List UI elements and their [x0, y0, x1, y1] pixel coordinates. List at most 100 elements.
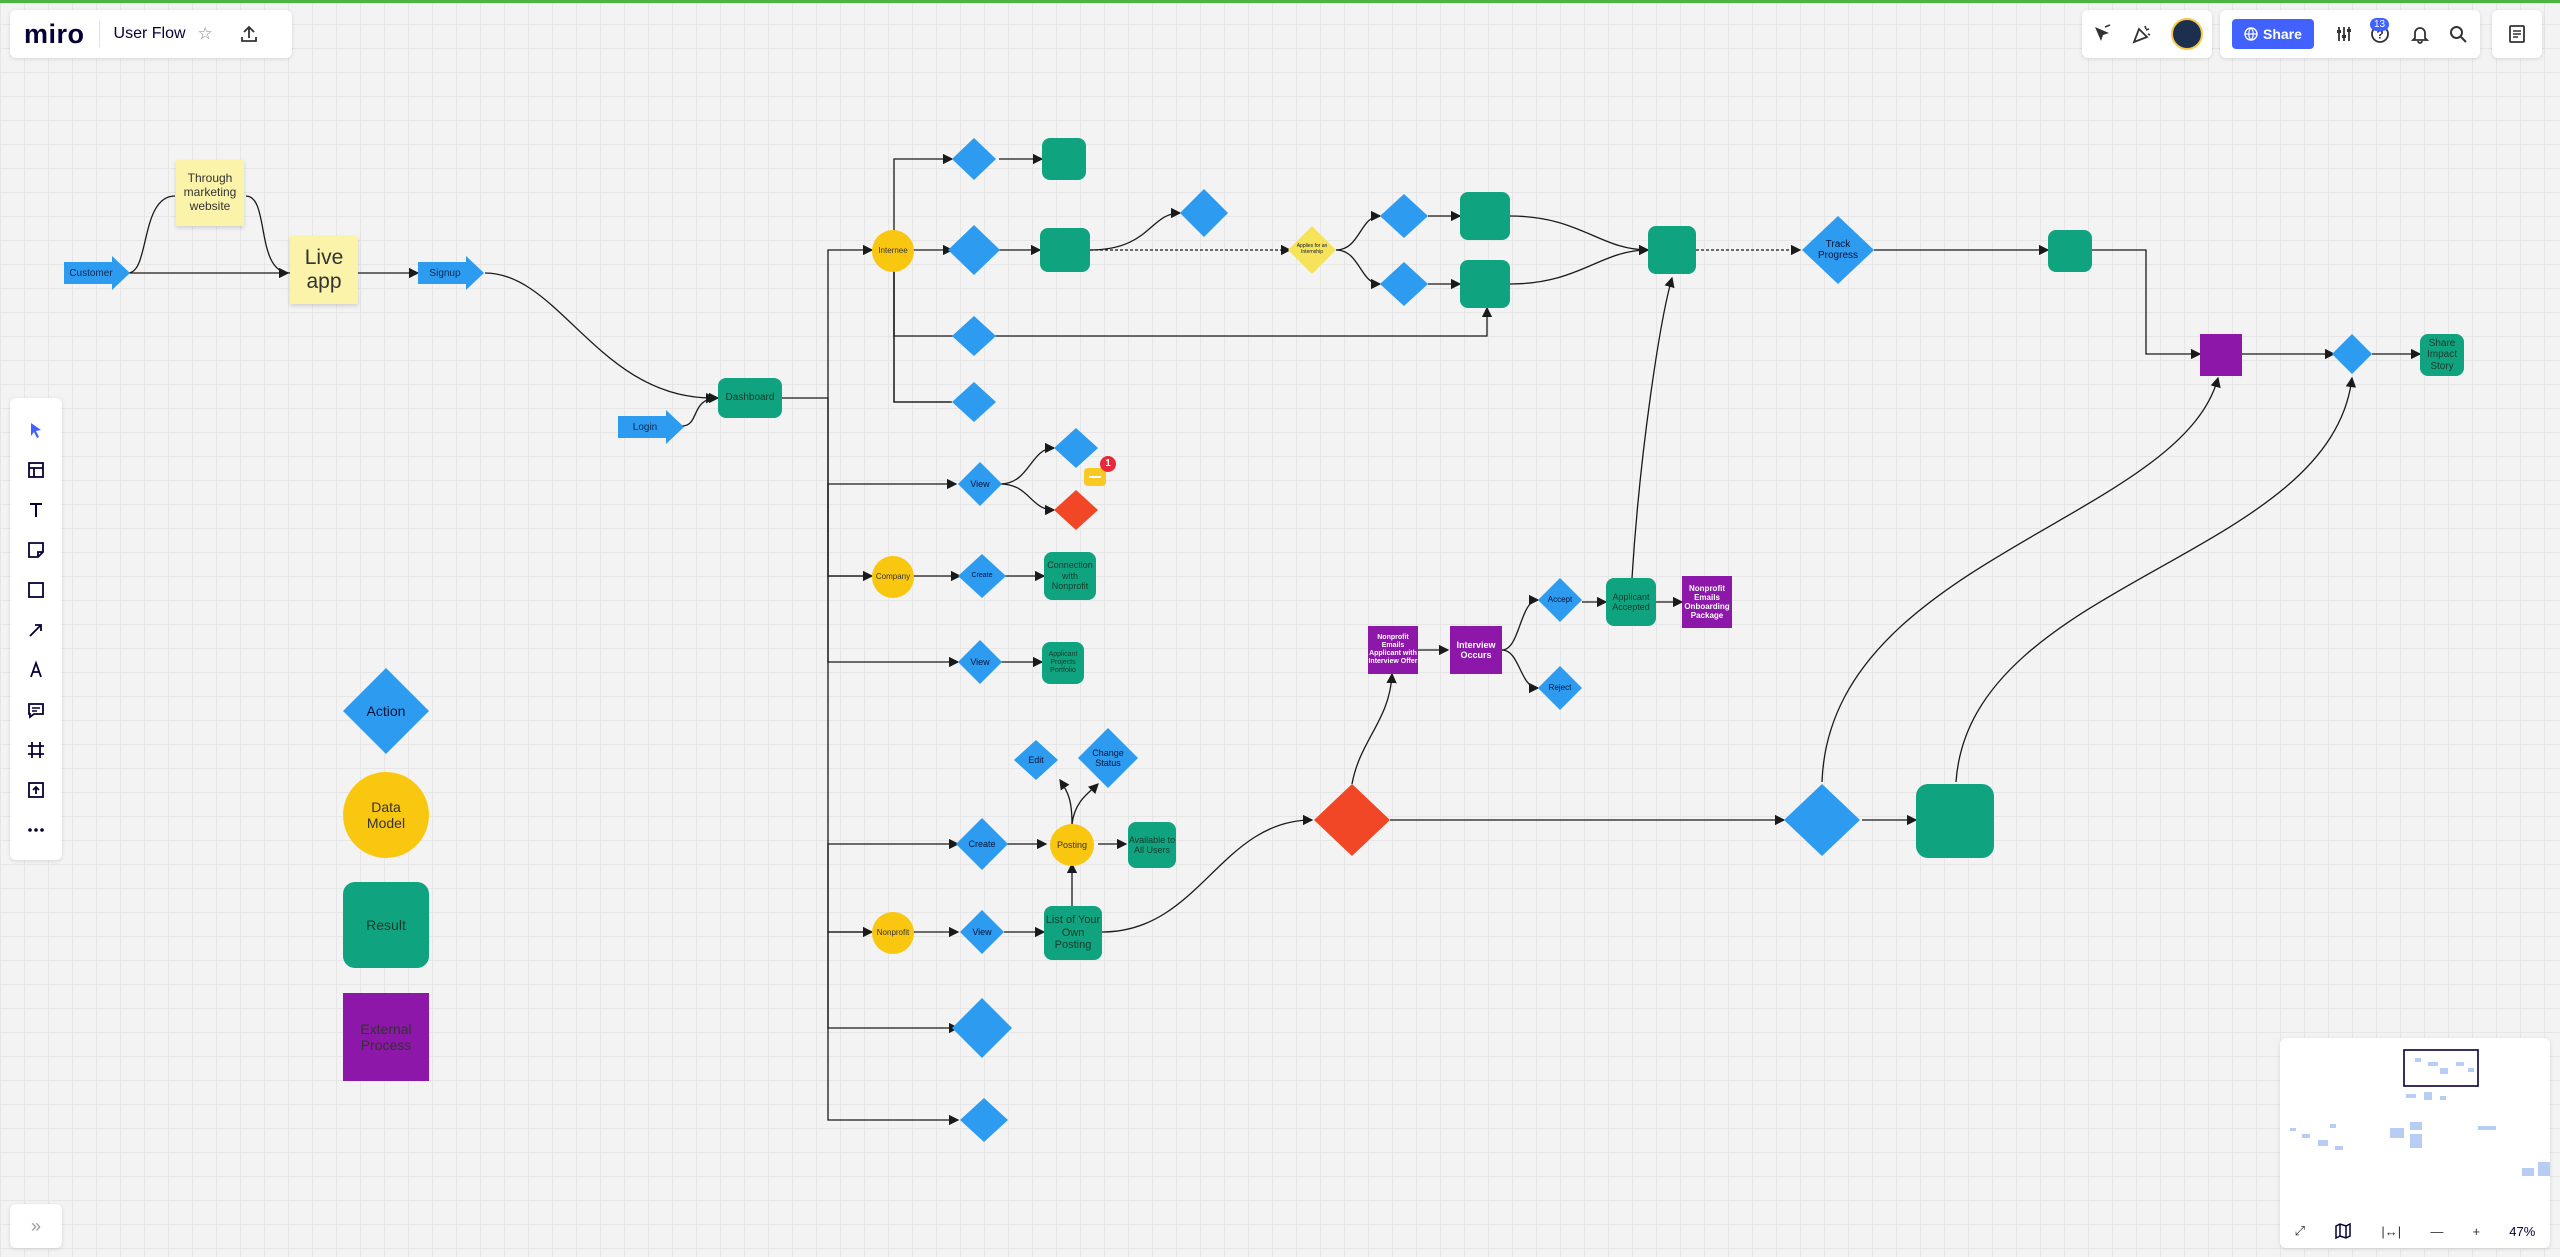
fit-width-icon[interactable]: |↔|: [2381, 1223, 2402, 1239]
diamond-reject: [1538, 666, 1582, 710]
cursor-toggle-icon[interactable]: [2091, 23, 2113, 45]
diamond-apply: [1288, 226, 1336, 274]
company-node[interactable]: Company: [872, 556, 914, 598]
result-internee-5[interactable]: [1648, 226, 1696, 274]
applicant-accepted-node[interactable]: Applicant Accepted: [1606, 578, 1656, 626]
dashboard-node[interactable]: Dashboard: [718, 378, 782, 418]
connector: [1059, 778, 1073, 825]
external-process-node[interactable]: [2200, 334, 2242, 376]
nonprofit-node[interactable]: Nonprofit: [872, 912, 914, 954]
star-icon[interactable]: ☆: [197, 24, 213, 43]
select-tool-icon[interactable]: [18, 412, 54, 448]
pen-icon[interactable]: [18, 652, 54, 688]
signup-label: Signup: [429, 267, 461, 279]
sticky-through-marketing[interactable]: Through marketing website: [176, 160, 244, 226]
upload-icon[interactable]: [239, 24, 259, 44]
connector: [999, 483, 1056, 516]
diamond-np-4: [960, 1098, 1008, 1142]
frame-icon[interactable]: [18, 732, 54, 768]
legend-action-diamond[interactable]: [343, 668, 429, 754]
fit-screen-icon[interactable]: ⤢: [2294, 1223, 2305, 1238]
sticky-through-marketing-text: Through marketing website: [183, 171, 237, 213]
legend-external[interactable]: External Process: [343, 993, 429, 1081]
result-internee-2[interactable]: [1040, 228, 1090, 272]
map-icon[interactable]: [2334, 1222, 2352, 1240]
share-button[interactable]: Share: [2232, 19, 2314, 49]
diamond-internee-1: [952, 138, 996, 180]
comment-icon[interactable]: [18, 692, 54, 728]
connection-nonprofit-node[interactable]: Connection with Nonprofit: [1044, 552, 1096, 600]
diamond-np-edit: [1014, 740, 1058, 780]
diamond-internee-3: [952, 316, 996, 356]
bell-icon[interactable]: [2410, 24, 2430, 44]
applicant-projects-node[interactable]: Applicant Projects Portfolio: [1042, 642, 1084, 684]
np-view-label: View: [972, 926, 992, 937]
connector: [893, 153, 954, 250]
templates-icon[interactable]: [18, 452, 54, 488]
sticky-note-icon[interactable]: [18, 532, 54, 568]
customer-arrow-shape[interactable]: [64, 256, 130, 290]
applicant-projects-label: Applicant Projects Portfolio: [1048, 650, 1078, 675]
minimap[interactable]: ⤢ |↔| — + 47%: [2280, 1038, 2550, 1248]
result-nonprofit-final[interactable]: [1916, 784, 1994, 858]
zoom-level[interactable]: 47%: [2509, 1223, 2536, 1239]
connector: [1089, 207, 1182, 251]
zoom-in-icon[interactable]: +: [2472, 1223, 2481, 1239]
more-tools-icon[interactable]: [18, 812, 54, 848]
internee-node[interactable]: Internee: [872, 230, 914, 272]
legend-result[interactable]: Result: [343, 882, 429, 968]
np-create-label: Create: [968, 838, 996, 849]
connector: [484, 272, 717, 404]
diamond-company-create: [958, 554, 1006, 598]
shape-tool-icon[interactable]: [18, 572, 54, 608]
legend-result-label: Result: [366, 916, 406, 933]
connector: [893, 250, 1493, 337]
legend-data-model[interactable]: Data Model: [343, 772, 429, 858]
np-onboarding-node[interactable]: Nonprofit Emails Onboarding Package: [1682, 576, 1732, 628]
signup-arrow-shape[interactable]: [418, 256, 484, 290]
reject-label: Reject: [1548, 683, 1572, 693]
result-internee-6[interactable]: [2048, 230, 2092, 272]
comment-marker[interactable]: [1084, 468, 1106, 486]
available-users-node[interactable]: Available to All Users: [1128, 822, 1176, 868]
result-internee-1[interactable]: [1042, 138, 1086, 180]
diamond-internee-2: [948, 225, 1000, 275]
result-internee-4[interactable]: [1460, 260, 1510, 308]
connector: [827, 576, 960, 668]
avatar[interactable]: [2171, 18, 2203, 50]
upload-tool-icon[interactable]: [18, 772, 54, 808]
internee-label: Internee: [878, 246, 908, 256]
zoom-out-icon[interactable]: —: [2430, 1223, 2444, 1239]
list-postings-label: List of Your Own Posting: [1045, 914, 1101, 952]
text-tool-icon[interactable]: [18, 492, 54, 528]
interview-occurs-node[interactable]: Interview Occurs: [1450, 626, 1502, 674]
np-emails-offer-node[interactable]: Nonprofit Emails Applicant with Intervie…: [1368, 626, 1418, 674]
sticky-live-app[interactable]: Live app: [290, 236, 358, 304]
connector: [1955, 376, 2357, 783]
settings-sliders-icon[interactable]: [2334, 24, 2354, 44]
login-arrow-shape[interactable]: [618, 410, 684, 444]
connector: [1071, 783, 1099, 825]
list-postings-node[interactable]: List of Your Own Posting: [1044, 906, 1102, 960]
posting-node[interactable]: Posting: [1050, 824, 1094, 866]
board-title[interactable]: User Flow: [113, 25, 186, 42]
share-label: Share: [2263, 26, 2302, 42]
company-create-label: Create: [971, 571, 993, 579]
diamond-np-create: [956, 818, 1008, 870]
connector: [2092, 249, 2202, 360]
expand-panel-button[interactable]: »: [10, 1204, 62, 1248]
search-icon[interactable]: [2448, 24, 2468, 44]
posting-label: Posting: [1056, 839, 1088, 850]
celebrate-icon[interactable]: [2131, 23, 2153, 45]
notification-badge: 1: [1100, 456, 1116, 472]
notes-icon[interactable]: [2507, 24, 2527, 44]
top-accent-line: [0, 0, 2560, 3]
share-impact-node[interactable]: Share Impact Story: [2420, 334, 2464, 376]
connection-line-icon[interactable]: [18, 612, 54, 648]
miro-logo[interactable]: miro: [24, 18, 85, 49]
result-internee-3[interactable]: [1460, 192, 1510, 240]
customer-label: Customer: [69, 267, 113, 279]
connector: [1501, 649, 1540, 694]
diamond-internee-5: [1180, 189, 1228, 237]
diamond-internee-8: [2332, 334, 2372, 374]
